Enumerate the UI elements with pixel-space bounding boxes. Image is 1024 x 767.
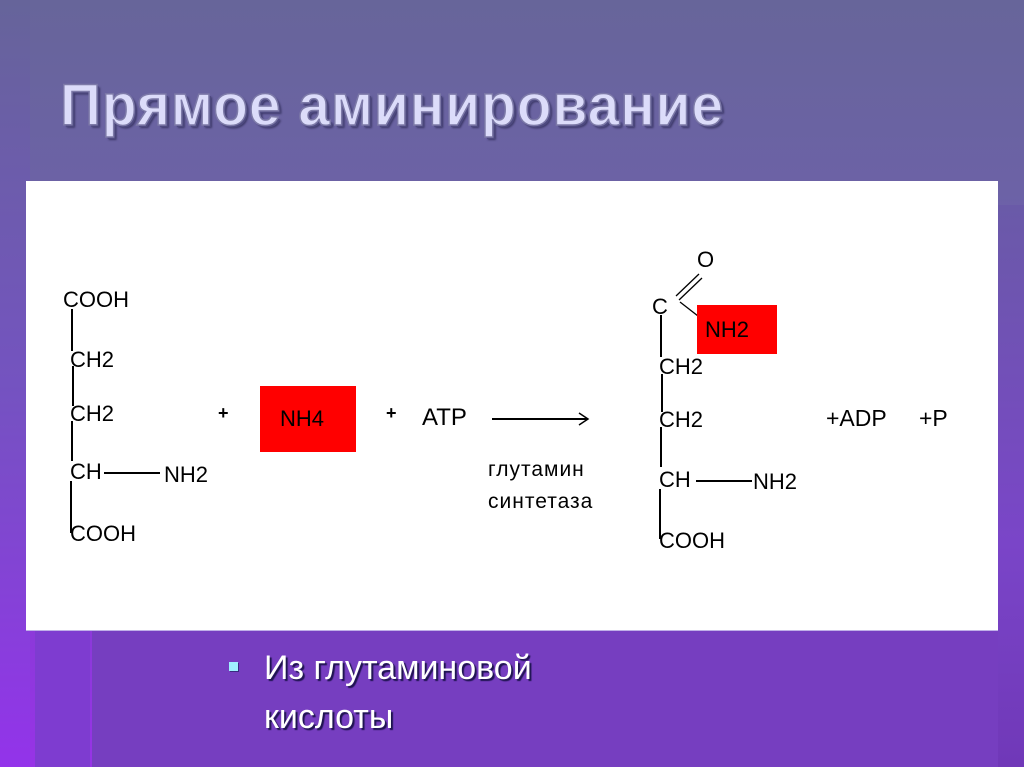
byproduct-phosphate: +P [919, 405, 948, 431]
glutamine-amide-nh2: NH2 [705, 317, 750, 342]
enzyme-label-line1: глутамин [488, 458, 585, 481]
reaction-diagram-panel: COOH CH2 CH2 CH NH2 COOH + NH4 + ATP глу… [26, 181, 998, 630]
bond [71, 421, 73, 461]
ammonium-highlight-box: NH4 [260, 386, 356, 452]
glutamine-ch2-1: CH2 [659, 354, 704, 379]
glutamate-cooh-top: COOH [63, 287, 129, 312]
glutamate-ch2-2: CH2 [70, 401, 115, 426]
glutamate-cooh-bottom: COOH [70, 521, 136, 546]
ammonium-label: NH4 [280, 406, 325, 431]
amide-highlight-box: NH2 [697, 305, 777, 354]
bond [659, 489, 661, 539]
plus-sign: + [218, 403, 229, 423]
bond [104, 472, 160, 474]
bullet-item: Из глутаминовой кислоты [264, 644, 532, 743]
bond [70, 481, 72, 533]
bullet-square-icon [229, 662, 238, 671]
bond [661, 374, 663, 412]
glutamate-nh2: NH2 [164, 462, 209, 487]
background-strip [35, 630, 90, 767]
bond [660, 427, 662, 467]
background-band-left [0, 0, 30, 767]
bond [72, 366, 74, 406]
bullet-line-1: Из глутаминовой [264, 649, 532, 687]
bond [71, 309, 73, 351]
slide-title: Прямое аминирование [59, 72, 725, 139]
background-strip [92, 630, 1024, 767]
glutamine-cooh: COOH [659, 528, 725, 553]
glutamine-ch: CH [659, 467, 691, 492]
glutamine-ch2-2: CH2 [659, 407, 704, 432]
enzyme-label-line2: синтетаза [488, 490, 594, 513]
bond [660, 315, 662, 357]
byproduct-adp: +ADP [826, 405, 887, 431]
atp-label: ATP [422, 404, 467, 431]
glutamine-nh2: NH2 [753, 469, 798, 494]
glutamine-carbonyl-c: C [652, 294, 668, 319]
bond [696, 480, 752, 482]
glutamate-ch: CH [70, 459, 102, 484]
glutamate-ch2-1: CH2 [70, 347, 115, 372]
plus-sign: + [386, 403, 397, 423]
double-bond-icon [675, 273, 703, 316]
glutamine-carbonyl-o: O [697, 247, 715, 272]
background-band-right [998, 205, 1024, 767]
bullet-line-2: кислоты [264, 698, 394, 737]
